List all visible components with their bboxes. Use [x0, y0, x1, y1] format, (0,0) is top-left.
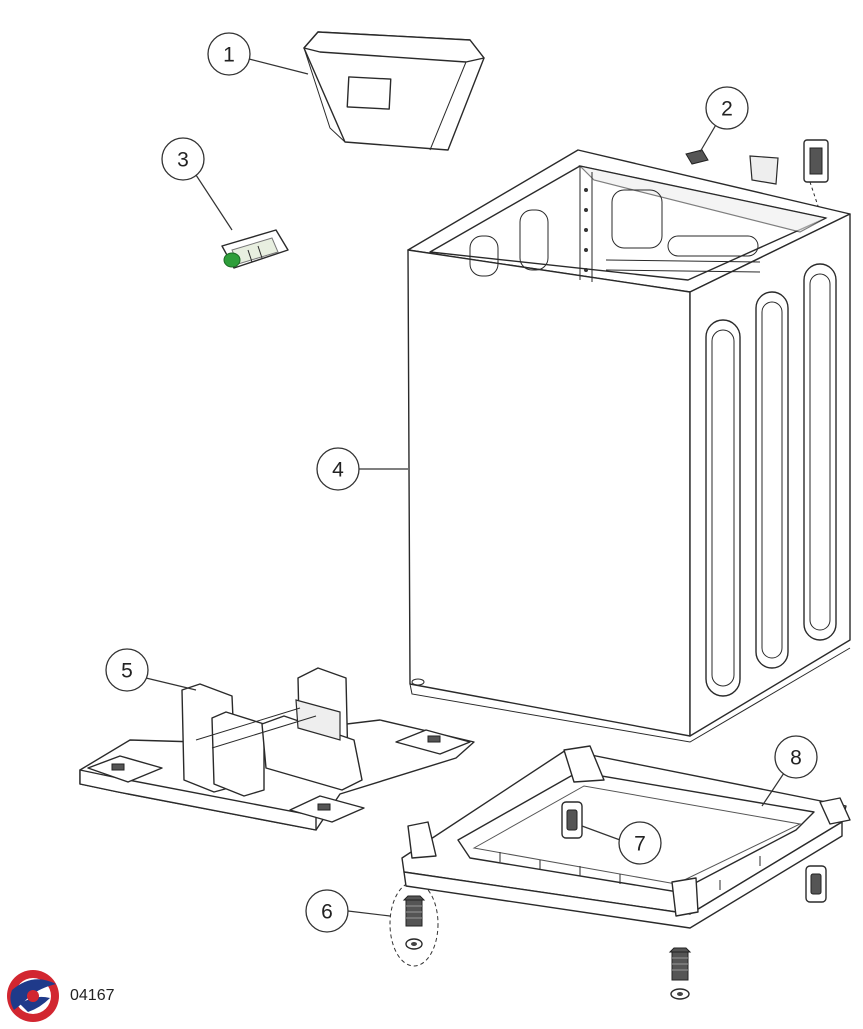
- callout-3[interactable]: 3: [161, 137, 205, 181]
- leader-5: [145, 677, 197, 691]
- part-1-dispenser-cup[interactable]: [303, 31, 485, 151]
- callout-6[interactable]: 6: [305, 889, 349, 933]
- leader-3: [195, 174, 233, 231]
- callout-1[interactable]: 1: [207, 32, 251, 76]
- part-7-foot-pad[interactable]: [561, 801, 827, 903]
- part-2-lid-clip[interactable]: [685, 139, 829, 219]
- svg-text:8: 8: [790, 747, 802, 770]
- svg-text:3: 3: [177, 149, 189, 172]
- leader-6: [347, 910, 391, 917]
- svg-text:5: 5: [121, 660, 133, 683]
- diagram-code: 04167: [70, 987, 115, 1004]
- callout-2[interactable]: 2: [705, 86, 749, 130]
- part-5-shipping-base[interactable]: [79, 667, 475, 831]
- callout-5[interactable]: 5: [105, 648, 149, 692]
- svg-text:2: 2: [721, 98, 733, 121]
- svg-text:4: 4: [332, 459, 344, 482]
- leader-7: [581, 825, 621, 841]
- callout-8[interactable]: 8: [774, 735, 818, 779]
- leader-2: [699, 122, 718, 153]
- leveling-leg-spare: [668, 947, 692, 1000]
- callout-4[interactable]: 4: [316, 447, 360, 491]
- leader-1: [248, 58, 309, 75]
- svg-text:7: 7: [634, 833, 646, 856]
- part-3-filter-component[interactable]: [221, 229, 289, 269]
- svg-text:1: 1: [223, 44, 235, 67]
- part-4-cabinet[interactable]: [407, 149, 851, 743]
- brand-logo: [7, 970, 59, 1022]
- callout-7[interactable]: 7: [618, 821, 662, 865]
- part-6-leveling-leg[interactable]: [389, 881, 439, 967]
- svg-text:6: 6: [321, 901, 333, 924]
- leader-8: [761, 769, 787, 807]
